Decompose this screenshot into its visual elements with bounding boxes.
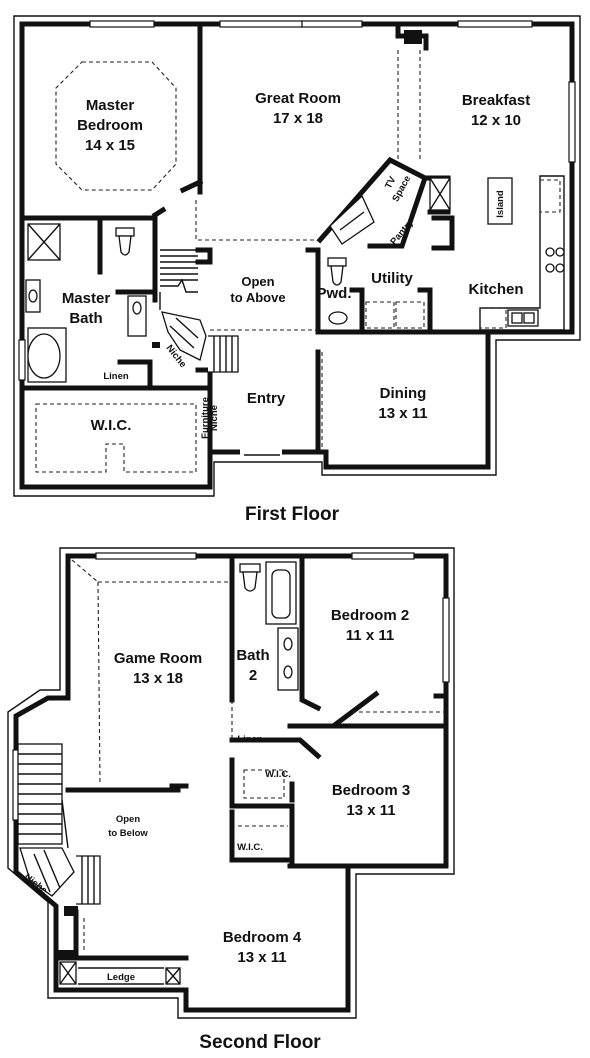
label-wic-2f-2: W.I.C. [237,842,263,853]
label-master-bedroom-1: Master [86,97,135,114]
label-entry: Entry [247,390,286,407]
first-floor-plan: Master Bedroom 14 x 15 Great Room 17 x 1… [13,15,581,525]
label-open-to-above-2: to Above [230,290,285,305]
label-breakfast: Breakfast [462,92,530,109]
label-master-bath-2: Bath [69,310,102,327]
master-bath-fixtures [25,223,147,383]
label-linen-2f: Linen [237,734,263,745]
label-wic: W.I.C. [91,417,132,434]
label-furniture-niche-2: Niche [209,405,220,431]
label-bath-2-2: 2 [249,667,257,684]
first-floor-caption: First Floor [245,504,340,525]
label-open-to-below-2: to Below [108,828,148,839]
label-island: Island [495,190,506,218]
stairs-second-floor [17,743,101,905]
label-bedroom-3-size: 13 x 11 [346,802,395,819]
label-powder: Pwd. [316,285,351,302]
label-game-room-size: 13 x 18 [133,670,183,687]
label-dining-size: 13 x 11 [378,405,427,422]
label-bedroom-4: Bedroom 4 [223,929,302,946]
label-dining: Dining [380,385,427,402]
label-furniture-niche-1: Furniture [200,397,211,439]
label-bath-2-1: Bath [236,647,269,664]
second-floor-plan: Game Room 13 x 18 Bath 2 Bedroom 2 11 x … [7,547,455,1053]
kitchen-counters [429,175,565,331]
stairs-first-floor [152,249,239,373]
label-bedroom-3: Bedroom 3 [332,782,410,799]
label-breakfast-size: 12 x 10 [471,112,521,129]
label-linen: Linen [103,371,129,382]
label-kitchen: Kitchen [468,281,523,298]
label-master-bedroom-2: Bedroom [77,117,143,134]
label-open-to-below-1: Open [116,814,140,825]
label-utility: Utility [371,270,413,287]
label-game-room: Game Room [114,650,202,667]
label-master-bath-1: Master [62,290,111,307]
label-ledge: Ledge [107,972,135,983]
label-great-room: Great Room [255,90,341,107]
label-bedroom-4-size: 13 x 11 [237,949,286,966]
label-bedroom-2-size: 11 x 11 [346,627,394,644]
label-wic-2f-1: W.I.C. [265,769,291,780]
bath-2-fixtures [239,561,299,691]
label-open-to-above-1: Open [241,274,274,289]
label-great-room-size: 17 x 18 [273,110,323,127]
second-floor-caption: Second Floor [199,1032,321,1053]
label-bedroom-2: Bedroom 2 [331,607,409,624]
label-tv-space-1: TV [383,174,399,190]
label-master-bedroom-size: 14 x 15 [85,137,135,154]
